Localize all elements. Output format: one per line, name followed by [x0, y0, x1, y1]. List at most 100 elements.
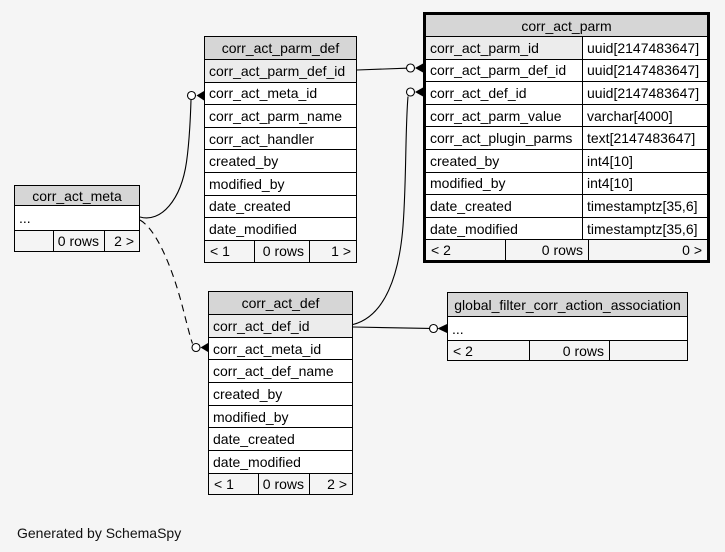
- column-row: date_modified timestamptz[35,6]: [426, 217, 707, 241]
- column-row: corr_act_handler: [205, 127, 356, 151]
- column-name: date_created: [209, 198, 291, 215]
- footer-children-count: [609, 341, 687, 360]
- column-name: corr_act_meta_id: [209, 85, 318, 102]
- table-header[interactable]: corr_act_meta: [15, 186, 139, 206]
- footer-children-count: 1 >: [309, 240, 356, 262]
- column-type: int4[10]: [582, 172, 707, 195]
- column-row: date_created: [209, 428, 352, 452]
- zero-or-more-dot: [428, 323, 439, 334]
- zero-or-more-dot: [186, 90, 197, 101]
- footer-row-count: 0 rows: [505, 240, 588, 260]
- column-name: corr_act_handler: [209, 130, 315, 147]
- footer-parents-count: < 2: [448, 341, 529, 360]
- footer-parents-count: < 1: [209, 473, 258, 494]
- column-row: created_by: [209, 383, 352, 406]
- table-header[interactable]: corr_act_parm: [426, 15, 707, 37]
- column-row: corr_act_parm_def_id uuid[2147483647]: [426, 59, 707, 83]
- edge-meta-to-def-implied: [139, 219, 208, 353]
- column-name: corr_act_def_id: [430, 84, 527, 101]
- primary-key-column-name: corr_act_parm_def_id: [205, 60, 356, 82]
- column-row: created_by int4[10]: [426, 149, 707, 173]
- column-name: corr_act_parm_def_id: [430, 62, 567, 79]
- footer-parents-count: < 2: [426, 240, 505, 260]
- column-name: date_created: [213, 431, 295, 448]
- column-name: created_by: [213, 385, 283, 402]
- crowsfoot-arrow: [437, 324, 447, 333]
- generated-by-credit: Generated by SchemaSpy: [17, 525, 182, 541]
- column-name: modified_by: [209, 175, 285, 192]
- column-row: modified_by: [205, 172, 356, 196]
- column-name: date_created: [430, 197, 512, 214]
- column-name: ...: [452, 320, 464, 337]
- footer-parents-count: [15, 231, 53, 251]
- crowsfoot-arrow: [415, 63, 423, 73]
- edge-def-to-parm: [352, 87, 423, 326]
- column-type: text[2147483647]: [582, 127, 707, 149]
- column-row: date_created: [205, 195, 356, 219]
- footer-children-count: 2 >: [104, 231, 139, 251]
- column-name: date_modified: [209, 220, 297, 237]
- crowsfoot-arrow: [415, 87, 423, 97]
- column-type: timestamptz[35,6]: [582, 217, 707, 240]
- zero-or-more-dot: [191, 342, 201, 353]
- footer-parents-count: < 1: [205, 240, 254, 262]
- column-row: ...: [15, 206, 139, 231]
- footer-children-count: 0 >: [588, 240, 707, 260]
- zero-or-more-dot: [405, 63, 416, 73]
- edge-meta-to-parmdef: [139, 90, 204, 219]
- footer-row-count: 0 rows: [529, 341, 609, 360]
- column-name: date_modified: [430, 220, 518, 237]
- primary-key-column-name: corr_act_def_id: [209, 315, 352, 337]
- footer-children-count: 2 >: [309, 473, 352, 494]
- column-name: modified_by: [430, 175, 506, 192]
- table-header[interactable]: corr_act_def: [209, 292, 352, 315]
- column-name: corr_act_parm_value: [430, 107, 562, 124]
- column-name: modified_by: [213, 408, 289, 425]
- column-row: corr_act_plugin_parms text[2147483647]: [426, 127, 707, 150]
- column-row: ...: [448, 317, 687, 341]
- column-row: modified_by: [209, 405, 352, 429]
- zero-or-more-dot: [405, 87, 416, 97]
- table-header[interactable]: global_filter_corr_action_association: [448, 293, 687, 317]
- column-name: created_by: [430, 152, 500, 169]
- column-row: corr_act_meta_id: [205, 82, 356, 106]
- column-row: created_by: [205, 150, 356, 173]
- column-name: date_modified: [213, 453, 301, 470]
- edge-def-to-global-filter: [352, 323, 447, 334]
- column-name: corr_act_plugin_parms: [430, 130, 573, 147]
- column-name: ...: [19, 210, 31, 226]
- footer-row-count: 0 rows: [254, 240, 309, 262]
- column-row: corr_act_def_id: [209, 315, 352, 338]
- column-name: created_by: [209, 153, 279, 170]
- table-header[interactable]: corr_act_parm_def: [205, 37, 356, 60]
- column-row: corr_act_parm_value varchar[4000]: [426, 104, 707, 128]
- column-type: varchar[4000]: [582, 104, 707, 127]
- column-row: date_modified: [205, 218, 356, 241]
- column-row: corr_act_def_name: [209, 360, 352, 384]
- column-name: corr_act_meta_id: [213, 340, 322, 357]
- column-name: corr_act_parm_name: [209, 107, 343, 124]
- crowsfoot-arrow: [196, 91, 204, 101]
- crowsfoot-arrow: [200, 343, 208, 352]
- primary-key-column-name: corr_act_parm_id: [426, 37, 582, 59]
- column-name: corr_act_def_name: [213, 363, 334, 380]
- column-row: modified_by int4[10]: [426, 172, 707, 196]
- edge-parmdef-to-parm: [356, 63, 423, 73]
- column-type: uuid[2147483647]: [582, 59, 707, 82]
- table-global-filter-corr-action-association: global_filter_corr_action_association...…: [447, 292, 688, 361]
- column-row: corr_act_parm_name: [205, 105, 356, 128]
- footer-row-count: 0 rows: [258, 473, 309, 494]
- column-type: int4[10]: [582, 149, 707, 172]
